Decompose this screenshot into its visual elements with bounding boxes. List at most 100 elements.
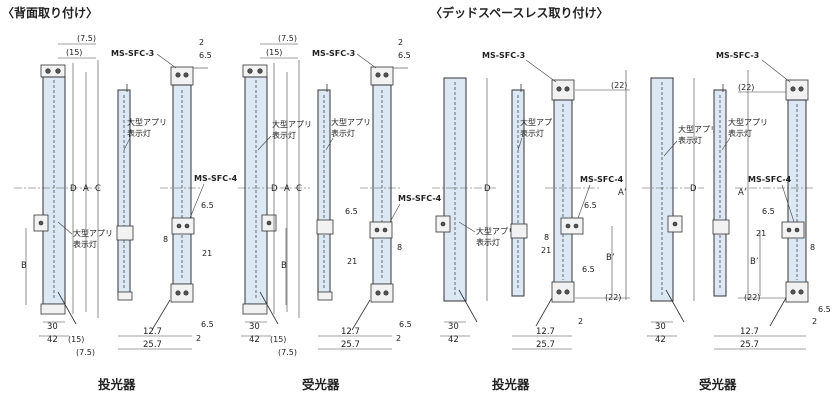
leader-line	[356, 53, 377, 69]
bolt	[183, 72, 189, 78]
bottom-bracket	[40, 303, 66, 315]
dim-6-5: 6.5	[201, 320, 214, 329]
dim-22-top: (22)	[738, 83, 754, 92]
part-label-sfc4: MS-SFC-4	[398, 194, 442, 203]
bolt	[175, 290, 181, 296]
caption-receiver-rear: 受光器	[302, 377, 340, 392]
dim-8: 8	[397, 243, 402, 252]
lamp-label-side: 大型アプリ	[331, 117, 371, 127]
bolt	[382, 227, 388, 233]
dim-22-bottom: (22)	[744, 293, 760, 302]
top-bracket	[40, 64, 66, 78]
bolt	[383, 290, 389, 296]
dim-8: 8	[544, 233, 549, 242]
dim-30: 30	[448, 322, 459, 332]
dim-25-7: 25.7	[143, 340, 162, 350]
dim-6-5: 6.5	[201, 201, 214, 210]
dim-7-5-bottom: (7.5)	[278, 348, 297, 357]
leader-line	[761, 59, 791, 83]
sfc3-bracket-bottom	[551, 281, 575, 303]
sfc3-bracket	[551, 79, 575, 101]
bolt	[175, 72, 181, 78]
dim-12-7: 12.7	[143, 327, 162, 337]
dim-A-prime: A’	[738, 188, 747, 198]
dim-B: B	[281, 261, 287, 271]
dim-22-bottom: (22)	[605, 293, 621, 302]
dim-22-top: (22)	[611, 81, 627, 90]
dim-A-prime: A’	[618, 188, 627, 198]
bolt	[672, 221, 678, 227]
dim-2: 2	[396, 334, 401, 343]
bracket-view-receiver-deadspace: MS-SFC-3 MS-SFC-4 (22) A’ B’ 6.5 8 21 (2…	[714, 51, 831, 350]
sfc4-bracket	[560, 217, 584, 235]
bolt	[440, 221, 446, 227]
bolt	[176, 223, 182, 229]
cable	[351, 299, 371, 331]
bolt	[38, 220, 44, 226]
dim-A: A	[284, 184, 290, 194]
sfc3-bracket	[370, 66, 394, 86]
dim-D: D	[484, 184, 491, 194]
dim-7-5-bottom: (7.5)	[76, 348, 95, 357]
lamp-label: 表示灯	[678, 135, 702, 145]
side-view-receiver-deadspace: 大型アプリ 表示灯	[712, 84, 768, 297]
bolt	[375, 290, 381, 296]
cable	[57, 291, 77, 325]
bolt	[184, 223, 190, 229]
bolt	[45, 68, 51, 74]
side-bracket	[316, 219, 334, 235]
dim-B: B	[21, 261, 27, 271]
sfc4-bracket	[781, 221, 805, 239]
leader-line	[257, 135, 272, 151]
dim-12-7: 12.7	[740, 327, 759, 337]
dim-6-5: 6.5	[345, 207, 358, 216]
lamp-label: 表示灯	[73, 239, 97, 249]
bolt	[375, 72, 381, 78]
bolt	[798, 86, 804, 92]
panel-receiver-rear: D A C B (7.5) (15) 30 42 (15) (7.5) 大型アプ…	[238, 34, 312, 357]
dim-15-top: (15)	[266, 48, 282, 57]
dim-42: 42	[47, 335, 58, 345]
dim-42: 42	[655, 335, 666, 345]
leader-line	[781, 184, 795, 223]
leader-line	[517, 137, 523, 151]
dim-6-5: 6.5	[399, 320, 412, 329]
bolt	[556, 289, 562, 295]
bolt	[374, 227, 380, 233]
dim-6-5: 6.5	[762, 207, 775, 216]
top-bracket	[242, 64, 268, 78]
caption-emitter-rear: 投光器	[98, 377, 136, 392]
lamp-label: 表示灯	[476, 237, 500, 247]
side-view-emitter-deadspace: 大型アプリ 表示灯	[510, 84, 560, 297]
leader-line	[525, 59, 557, 83]
lamp-label-side: 表示灯	[331, 128, 355, 138]
lamp-label-side: 表示灯	[127, 128, 151, 138]
part-label-sfc3: MS-SFC-3	[111, 49, 154, 58]
bolt	[790, 289, 796, 295]
lamp-label-side: 大型アプリ	[127, 117, 167, 127]
dim-2: 2	[398, 38, 403, 47]
sfc3-bracket	[785, 79, 809, 101]
lamp-label: 大型アプリ	[678, 124, 718, 134]
lamp-label-side: 大型アプリ	[520, 117, 560, 127]
leader-line	[389, 203, 401, 223]
dim-30: 30	[47, 322, 58, 332]
dim-8: 8	[163, 235, 168, 244]
panel-receiver-deadspace: D 30 42 大型アプリ 表示灯	[642, 77, 718, 345]
leader-line	[721, 137, 731, 151]
dim-21: 21	[541, 246, 551, 255]
bolt	[183, 290, 189, 296]
sfc4-bracket	[369, 221, 393, 239]
dim-C: C	[296, 184, 302, 194]
header-deadspace-less-mounting: 〈デッドスペースレス取り付け〉	[430, 5, 609, 20]
bolt	[798, 289, 804, 295]
dim-7-5-top: (7.5)	[77, 34, 96, 43]
dim-21: 21	[202, 249, 212, 258]
cable	[769, 297, 787, 327]
dim-30: 30	[655, 322, 666, 332]
dim-B-prime: B’	[750, 257, 759, 267]
bolt	[790, 86, 796, 92]
leader-line	[325, 137, 334, 151]
side-bracket	[712, 219, 730, 235]
